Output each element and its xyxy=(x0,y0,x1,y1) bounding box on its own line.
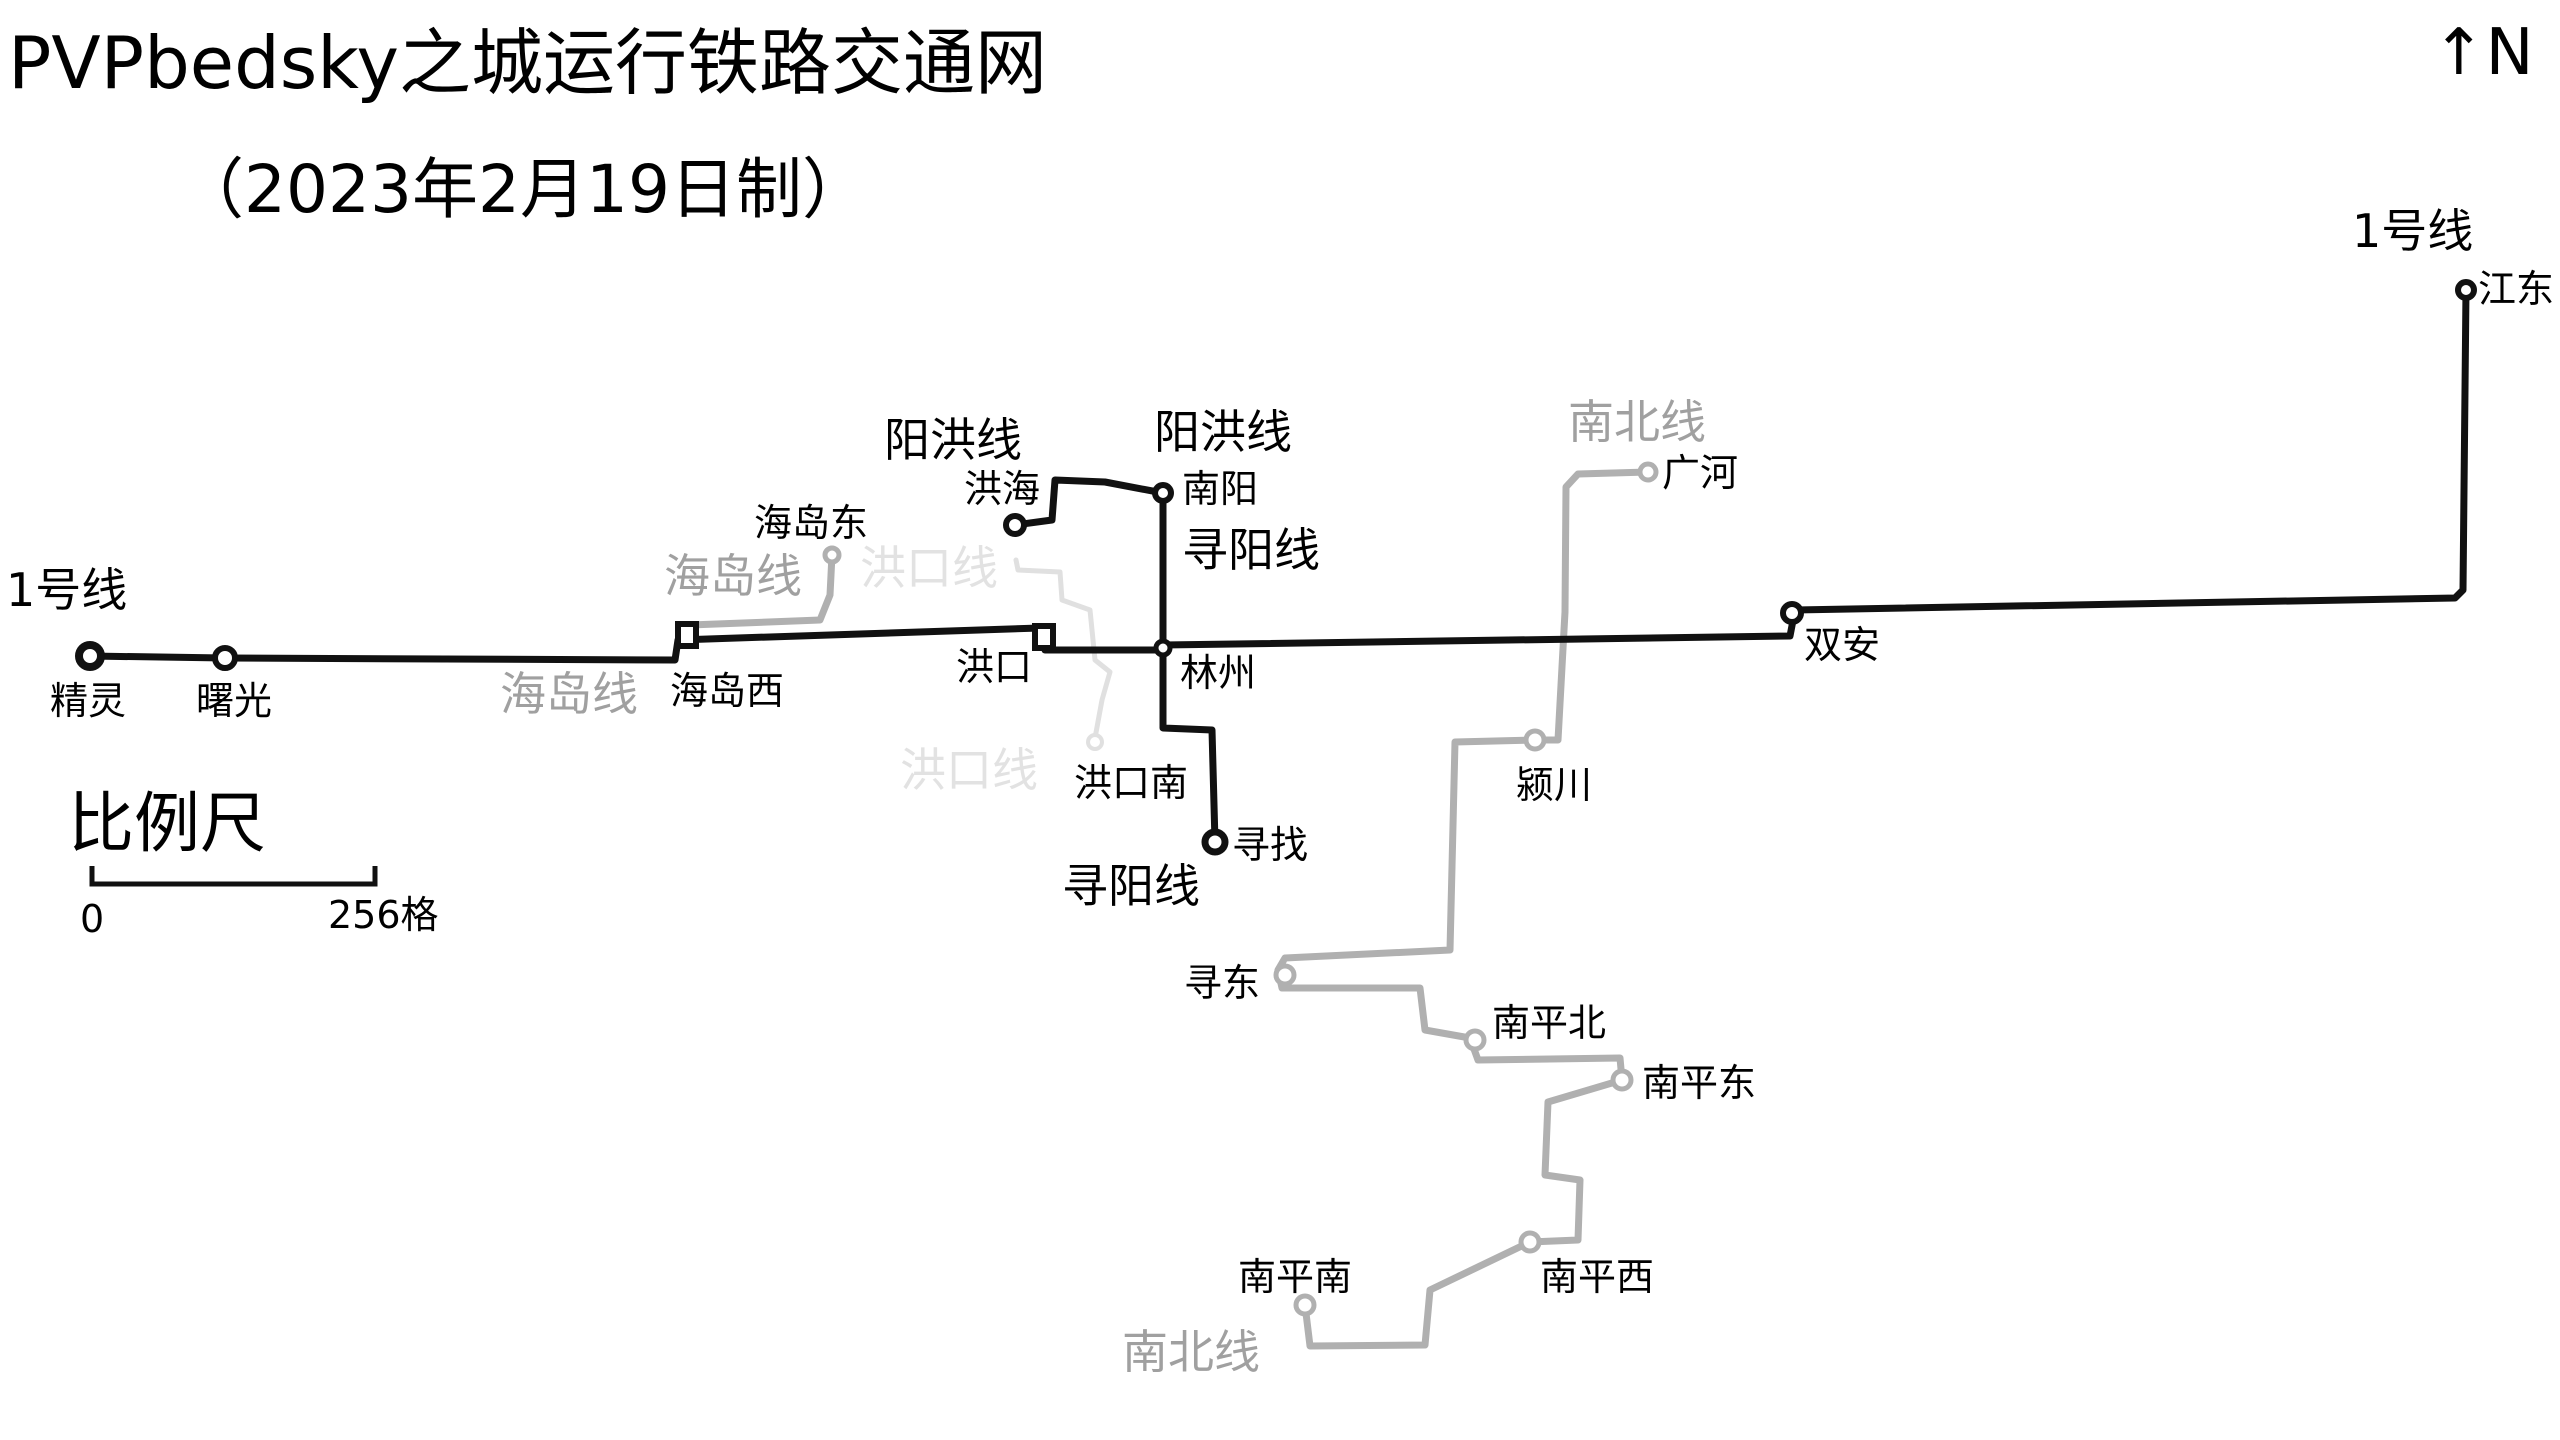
line-label-hongkou-b: 洪口线 xyxy=(900,743,1038,797)
station-label-xundong: 寻东 xyxy=(1184,961,1260,1005)
station-marker-nanpingdong[interactable] xyxy=(1610,1068,1634,1092)
station-marker-jiangdong[interactable] xyxy=(2455,279,2477,301)
station-label-haidaoxi: 海岛西 xyxy=(670,669,784,713)
station-label-hongkounan: 洪口南 xyxy=(1074,761,1188,805)
station-marker-shuangan[interactable] xyxy=(1780,601,1804,625)
line-label-haidao-a: 海岛线 xyxy=(664,549,802,603)
station-label-nanpingdong: 南平东 xyxy=(1642,1061,1756,1105)
line-label-xunyang-b: 寻阳线 xyxy=(1062,859,1200,913)
line-label-hongkou-a: 洪口线 xyxy=(860,541,998,595)
station-marker-xunzhao[interactable] xyxy=(1201,828,1229,856)
track-nanbei-line xyxy=(1274,468,1652,1350)
station-label-nanpingnan: 南平南 xyxy=(1238,1255,1352,1299)
station-label-nanyang: 南阳 xyxy=(1182,467,1258,511)
track-hongkou-line xyxy=(1013,557,1113,741)
line-label-line1-east: 1号线 xyxy=(2352,204,2473,258)
station-marker-hongkounan[interactable] xyxy=(1086,733,1104,751)
station-label-nanpingxi: 南平西 xyxy=(1540,1255,1654,1299)
station-marker-haidaoxi[interactable] xyxy=(675,621,699,649)
station-marker-yingchuan[interactable] xyxy=(1523,728,1547,752)
map-subtitle: （2023年2月19日制） xyxy=(178,151,868,228)
line-label-yanghong-b: 阳洪线 xyxy=(1154,405,1292,459)
line-label-line1-west: 1号线 xyxy=(6,563,127,617)
station-marker-nanpingxi[interactable] xyxy=(1518,1230,1542,1254)
line-label-yanghong-a: 阳洪线 xyxy=(884,413,1022,467)
station-label-shuguang: 曙光 xyxy=(196,679,272,723)
line-label-nanbei-a: 南北线 xyxy=(1568,395,1706,449)
north-indicator: ↑N xyxy=(2432,16,2534,90)
track-yanghong-line xyxy=(1011,476,1167,529)
station-marker-shuguang[interactable] xyxy=(212,645,238,671)
scale-title: 比例尺 xyxy=(68,785,266,862)
station-label-honghai: 洪海 xyxy=(964,467,1040,511)
station-marker-linzhou[interactable] xyxy=(1153,638,1173,658)
scale-end-label: 256格 xyxy=(328,893,439,937)
track-line-1 xyxy=(86,286,2470,664)
station-label-hongkou: 洪口 xyxy=(956,645,1032,689)
station-label-shuangan: 双安 xyxy=(1804,623,1880,667)
station-label-jiangdong: 江东 xyxy=(2478,267,2554,311)
scale-bar xyxy=(89,866,378,887)
station-marker-hongkou[interactable] xyxy=(1032,623,1056,651)
station-label-yingchuan: 颍川 xyxy=(1516,763,1592,807)
station-label-guanghe: 广河 xyxy=(1662,451,1738,495)
scale-start-label: 0 xyxy=(80,897,104,941)
station-marker-nanpingnan[interactable] xyxy=(1293,1293,1317,1317)
station-marker-haidaodong[interactable] xyxy=(822,545,842,565)
track-xunyang-line xyxy=(1159,489,1219,846)
station-marker-nanpingbei[interactable] xyxy=(1463,1028,1487,1052)
line-label-xunyang-a: 寻阳线 xyxy=(1182,523,1320,577)
station-label-nanpingbei: 南平北 xyxy=(1492,1001,1606,1045)
map-title: PVPbedsky之城运行铁路交通网 xyxy=(8,21,1047,105)
station-marker-guanghe[interactable] xyxy=(1637,461,1659,483)
station-label-haidaodong: 海岛东 xyxy=(754,501,868,545)
line-label-haidao-b: 海岛线 xyxy=(500,667,638,721)
station-marker-honghai[interactable] xyxy=(1003,513,1027,537)
station-marker-xundong[interactable] xyxy=(1273,963,1297,987)
station-label-linzhou: 林州 xyxy=(1180,651,1256,695)
station-marker-nanyang[interactable] xyxy=(1152,482,1174,504)
station-label-jingling: 精灵 xyxy=(50,679,126,723)
line-label-nanbei-b: 南北线 xyxy=(1122,1325,1260,1379)
station-marker-jingling[interactable] xyxy=(75,641,105,671)
station-label-xunzhao: 寻找 xyxy=(1232,823,1308,867)
